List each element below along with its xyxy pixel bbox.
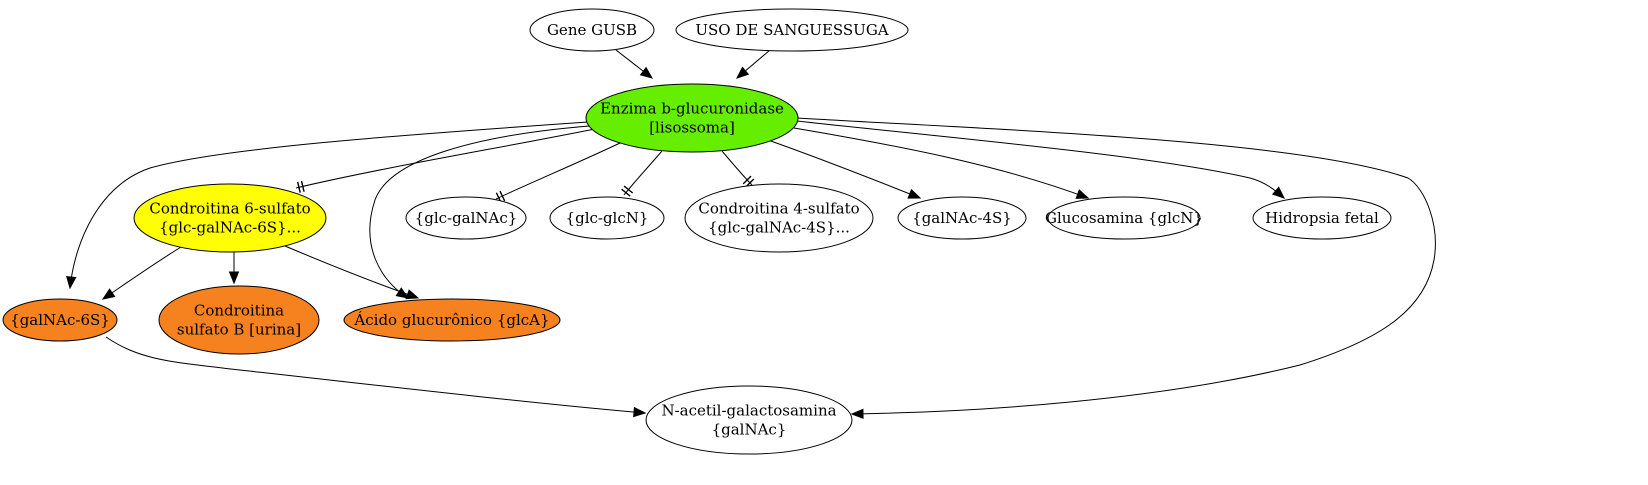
arrowhead bbox=[228, 271, 240, 285]
inhibition-tee bbox=[742, 175, 752, 185]
edge-line bbox=[767, 139, 921, 199]
arrowhead bbox=[907, 188, 922, 199]
node-label: {galNAc} bbox=[712, 421, 787, 439]
nodes-layer: Gene GUSB USO DE SANGUESSUGA Enzima b-gluc… bbox=[2, 8, 1392, 455]
arrowhead bbox=[405, 289, 420, 300]
edges-layer bbox=[66, 49, 1436, 420]
edge-line bbox=[796, 120, 1285, 199]
node-label: Condroitina bbox=[194, 302, 284, 320]
node-label: {galNAc-4S} bbox=[912, 209, 1012, 227]
node-c6s[interactable]: Condroitina 6-sulfato{glc-galNAc-6S}... bbox=[133, 183, 327, 253]
node-label: Condroitina 6-sulfato bbox=[149, 200, 310, 218]
node-sang[interactable]: USO DE SANGUESSUGA bbox=[675, 8, 909, 52]
node-nag[interactable]: N-acetil-galactosamina{galNAc} bbox=[645, 385, 853, 455]
edge-enz-to-glcn bbox=[793, 127, 1090, 199]
edge-enz-to-c6s bbox=[295, 127, 601, 193]
inhibition-tee bbox=[300, 180, 305, 192]
edge-gusb-to-enz bbox=[615, 49, 654, 79]
edge-line bbox=[495, 142, 621, 200]
edge-c6s-to-galnac6s bbox=[101, 246, 182, 300]
node-gusb[interactable]: Gene GUSB bbox=[529, 8, 655, 52]
arrowhead bbox=[1075, 189, 1090, 199]
edge-line bbox=[623, 150, 663, 196]
edge-enz-to-glcglcn bbox=[621, 150, 663, 197]
arrowhead bbox=[633, 406, 647, 418]
node-label: sulfato B [urina] bbox=[177, 321, 301, 339]
arrowhead bbox=[639, 66, 654, 79]
node-label: {glc-galNAc} bbox=[415, 209, 518, 227]
node-label: Gene GUSB bbox=[547, 21, 637, 39]
edge-sang-to-enz bbox=[735, 49, 771, 79]
node-label: Condroitina 4-sulfato bbox=[698, 200, 859, 218]
node-label: USO DE SANGUESSUGA bbox=[695, 21, 888, 39]
node-ellipse bbox=[1047, 196, 1201, 240]
node-label: [lisossoma] bbox=[649, 119, 735, 137]
inhibition-tee bbox=[296, 181, 301, 193]
node-ellipse bbox=[585, 83, 799, 153]
node-ellipse bbox=[158, 285, 320, 355]
inhibition-tee bbox=[621, 188, 631, 197]
edge-line bbox=[102, 246, 182, 300]
node-label: {glc-galNAc-6S}... bbox=[159, 219, 301, 237]
edge-enz-to-nag bbox=[796, 117, 1436, 420]
node-ellipse bbox=[684, 183, 874, 253]
edge-line bbox=[284, 245, 419, 299]
node-glca[interactable]: Ácido glucurônico {glcA} bbox=[343, 298, 561, 342]
node-label: N-acetil-galactosamina bbox=[661, 402, 836, 420]
node-ellipse bbox=[405, 196, 527, 240]
edge-galnac6s-to-nag bbox=[105, 336, 647, 418]
edge-enz-to-galnac4s bbox=[767, 139, 922, 199]
node-label: Hidropsia fetal bbox=[1265, 209, 1379, 227]
node-enz[interactable]: Enzima b-glucuronidase[lisossoma] bbox=[585, 83, 799, 153]
node-glcgalnac[interactable]: {glc-galNAc} bbox=[405, 196, 527, 240]
edge-c6s-to-csb bbox=[228, 252, 240, 285]
arrowhead bbox=[1271, 186, 1285, 199]
arrowhead bbox=[101, 288, 116, 300]
node-galnac4s[interactable]: {galNAc-4S} bbox=[897, 196, 1027, 240]
arrowhead bbox=[850, 408, 864, 420]
node-galnac6s[interactable]: {galNAc-6S} bbox=[2, 298, 118, 342]
node-ellipse bbox=[675, 8, 909, 52]
node-c4s[interactable]: Condroitina 4-sulfato{glc-galNAc-4S}... bbox=[684, 183, 874, 253]
node-label: {glc-galNAc-4S}... bbox=[708, 219, 850, 237]
edge-line bbox=[793, 127, 1089, 199]
node-hidro[interactable]: Hidropsia fetal bbox=[1252, 196, 1392, 240]
node-ellipse bbox=[549, 196, 665, 240]
inhibition-tee bbox=[499, 190, 506, 202]
node-ellipse bbox=[645, 385, 853, 455]
node-glcn[interactable]: Glucosamina {glcN} bbox=[1045, 196, 1203, 240]
inhibition-tee bbox=[623, 185, 634, 194]
node-ellipse bbox=[1252, 196, 1392, 240]
node-label: {glc-glcN} bbox=[566, 209, 649, 227]
arrowhead bbox=[66, 275, 77, 290]
edge-line bbox=[105, 336, 646, 414]
node-ellipse bbox=[343, 298, 561, 342]
edge-c6s-to-glca bbox=[284, 245, 420, 300]
node-ellipse bbox=[529, 8, 655, 52]
node-label: Ácido glucurônico {glcA} bbox=[353, 311, 549, 329]
arrowhead bbox=[735, 66, 750, 79]
node-label: {galNAc-6S} bbox=[10, 311, 110, 329]
node-ellipse bbox=[133, 183, 327, 253]
edge-enz-to-c4s bbox=[721, 150, 755, 188]
edge-line bbox=[796, 117, 1436, 415]
edge-enz-to-galnac6s bbox=[66, 121, 589, 290]
edge-line bbox=[295, 127, 601, 189]
edge-enz-to-glcgalnac bbox=[495, 142, 621, 204]
arrowhead bbox=[395, 287, 410, 299]
edge-enz-to-hidro bbox=[796, 120, 1285, 199]
node-ellipse bbox=[2, 298, 118, 342]
node-ellipse bbox=[897, 196, 1027, 240]
node-label: Enzima b-glucuronidase bbox=[600, 100, 784, 118]
node-label: Glucosamina {glcN} bbox=[1045, 209, 1203, 227]
edge-line bbox=[369, 125, 590, 299]
edge-line bbox=[69, 121, 589, 289]
node-glcglcn[interactable]: {glc-glcN} bbox=[549, 196, 665, 240]
